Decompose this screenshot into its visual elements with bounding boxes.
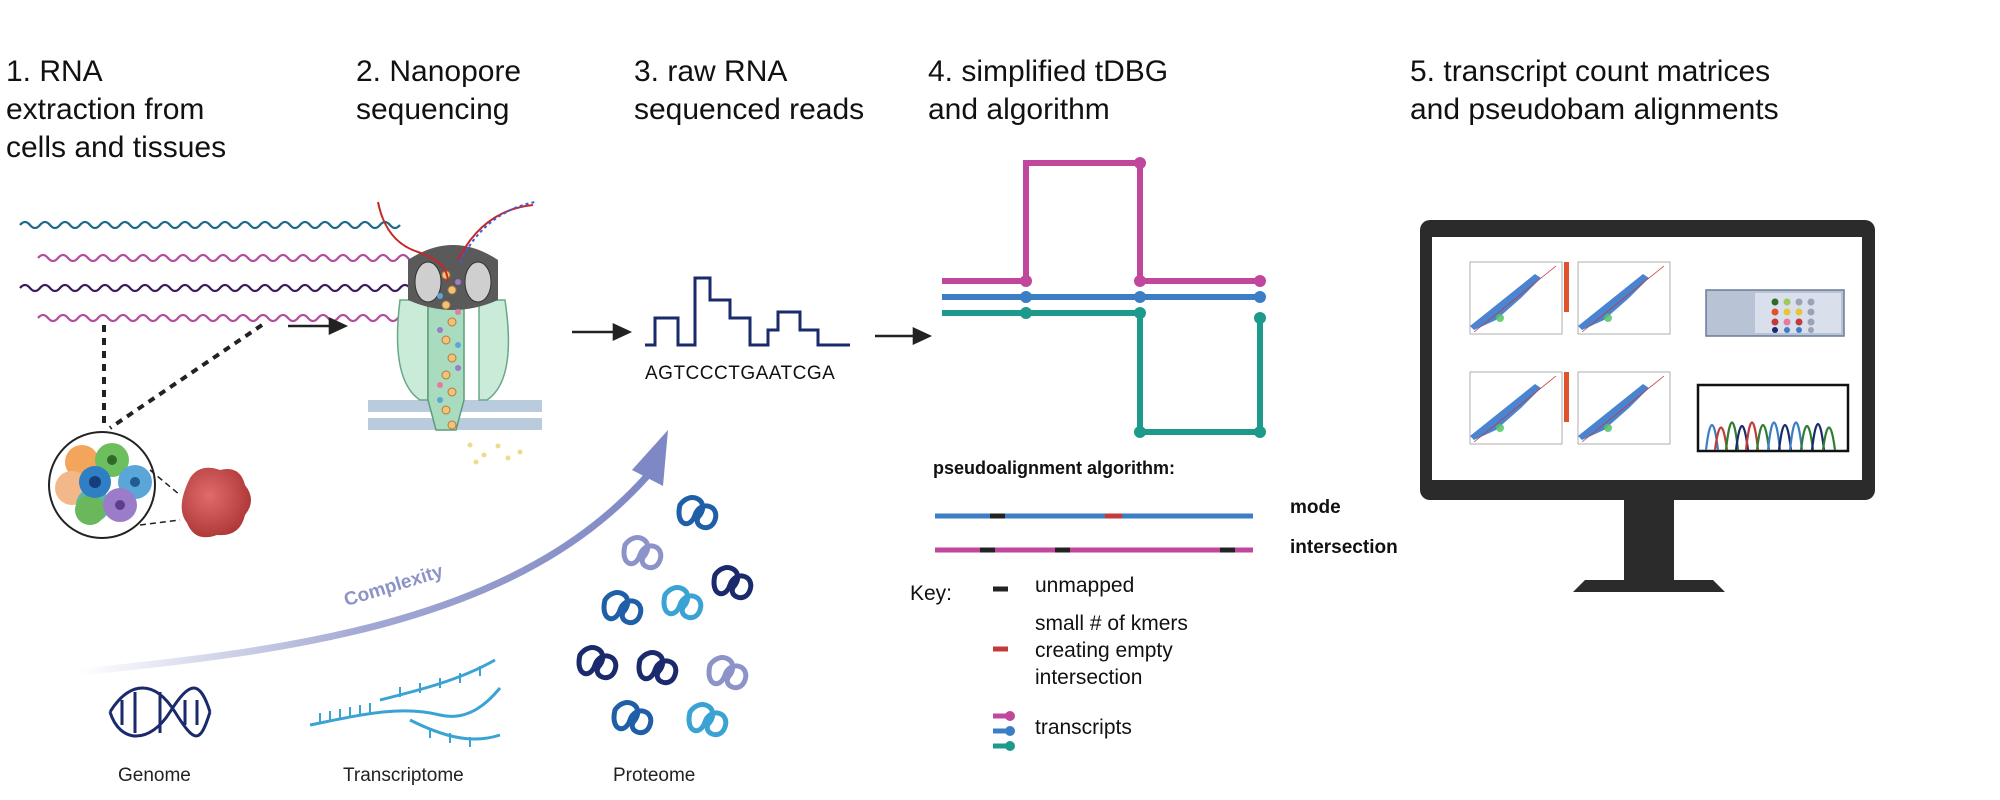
transcripts-swatch	[993, 711, 1015, 751]
cells-icon	[48, 431, 156, 539]
step-arrows	[288, 316, 933, 346]
nanopore-icon	[368, 201, 542, 465]
step-2-title: 2. Nanopore sequencing	[356, 55, 522, 126]
scatter-thumbnails	[1469, 261, 1671, 445]
rna-strands-icon	[19, 220, 429, 323]
read-signal-icon	[645, 276, 850, 347]
read-sequence: AGTCCCTGAATCGA	[645, 363, 836, 384]
tissue-icon	[181, 467, 251, 538]
algorithm-heading: pseudoalignment algorithm:	[933, 458, 1176, 478]
key-empty-intersection: small # of kmers creating empty intersec…	[1035, 612, 1188, 689]
genome-icon	[108, 686, 212, 738]
transcriptome-icon	[309, 658, 502, 747]
mode-label: mode	[1290, 497, 1341, 518]
plate-icon	[1705, 289, 1845, 337]
dotted-connectors	[102, 323, 264, 430]
transcriptome-label: Transcriptome	[343, 765, 464, 786]
complexity-arrow	[79, 472, 651, 676]
tdbg-nodes	[1020, 157, 1266, 438]
step-4-title: 4. simplified tDBG and algorithm	[928, 55, 1169, 126]
step-3-title: 3. raw RNA sequenced reads	[634, 55, 865, 126]
chromatogram-icon	[1696, 383, 1850, 453]
key-transcripts: transcripts	[1035, 716, 1132, 739]
intersection-label: intersection	[1290, 537, 1398, 558]
proteome-icon	[576, 495, 754, 738]
step-5-title: 5. transcript count matrices and pseudob…	[1410, 55, 1779, 126]
key-title: Key:	[910, 582, 953, 605]
step-1-title: 1. RNA extraction from cells and tissues	[6, 55, 227, 164]
genome-label: Genome	[118, 765, 191, 786]
key-unmapped: unmapped	[1035, 574, 1135, 597]
proteome-label: Proteome	[613, 765, 696, 786]
tdbg-graph	[942, 160, 1263, 435]
